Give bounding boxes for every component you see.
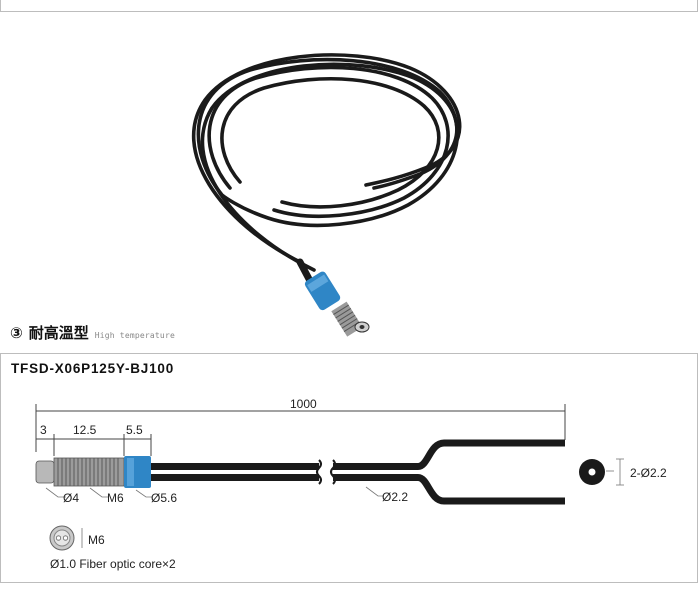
top-panel-frame: [0, 0, 698, 12]
product-illustration: [192, 53, 462, 337]
cable-coil: [192, 53, 462, 272]
caption-number: ③: [10, 324, 23, 342]
photo-caption: ③ 耐高溫型 High temperature: [10, 322, 175, 343]
caption-subtitle: High temperature: [94, 331, 175, 340]
probe-body: [296, 258, 370, 337]
caption-title: 耐高溫型: [28, 324, 89, 342]
model-number: TFSD-X06P125Y-BJ100: [11, 361, 175, 376]
spec-panel-frame: [0, 353, 698, 583]
